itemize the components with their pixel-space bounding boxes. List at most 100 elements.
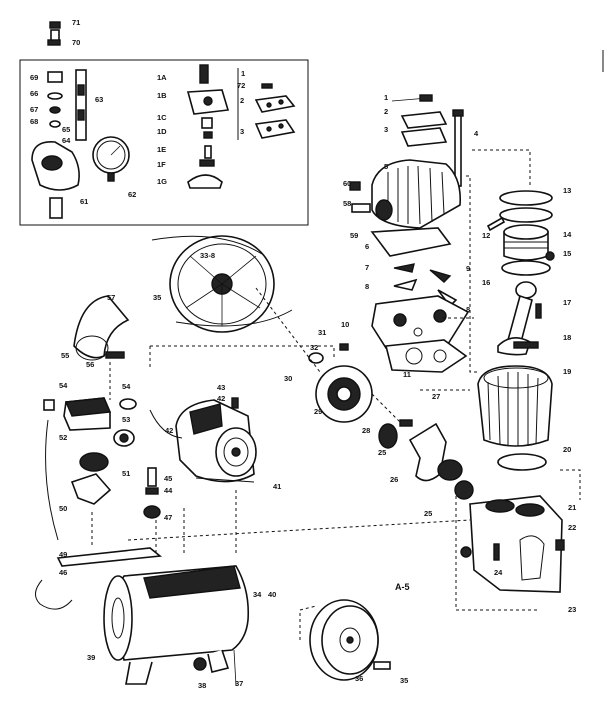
callout-c68: 68 xyxy=(30,117,38,126)
callout-c31: 31 xyxy=(318,328,326,337)
callout-c3: 3 xyxy=(384,125,388,134)
callout-c22: 22 xyxy=(568,523,576,532)
callout-c42b: 42 xyxy=(165,426,173,435)
callout-c62: 62 xyxy=(128,190,136,199)
callout-c43: 43 xyxy=(217,383,225,392)
callout-c5: 5 xyxy=(384,162,388,171)
connecting-rod xyxy=(497,281,542,356)
piston xyxy=(486,216,555,261)
crankcase xyxy=(460,495,565,593)
electric-motor xyxy=(149,397,257,483)
callout-c1d: 1D xyxy=(157,127,167,136)
cylinder-head xyxy=(349,159,462,257)
callout-c41: 41 xyxy=(273,482,281,491)
callout-c20: 20 xyxy=(563,445,571,454)
crankshaft xyxy=(378,419,474,500)
callout-c59: 59 xyxy=(350,231,358,240)
callout-c25: 25 xyxy=(424,509,432,518)
callout-c33: 33-8 xyxy=(200,251,215,260)
callout-c55: 55 xyxy=(61,351,69,360)
unloader-valve-part xyxy=(31,141,80,219)
callout-c10: 10 xyxy=(341,320,349,329)
valve-plate xyxy=(371,295,470,349)
callout-c16: 16 xyxy=(482,278,490,287)
callout-c44: 44 xyxy=(164,486,173,495)
callout-c34: 34 xyxy=(253,590,262,599)
callout-c12: 12 xyxy=(482,231,490,240)
air-tank xyxy=(103,565,250,687)
callout-c50: 50 xyxy=(59,504,67,513)
callout-c47: 47 xyxy=(164,513,172,522)
callout-c11: 11 xyxy=(403,370,411,379)
assembly-guide-lines xyxy=(91,149,581,640)
callout-c56: 56 xyxy=(86,360,94,369)
valve-stack-parts xyxy=(186,64,230,189)
callout-c21: 21 xyxy=(568,503,576,512)
callout-c7: 7 xyxy=(365,263,369,272)
callout-c39: 39 xyxy=(87,653,95,662)
callout-c1g: 1G xyxy=(157,177,167,186)
callout-c4: 4 xyxy=(474,129,479,138)
callout-c61: 61 xyxy=(80,197,88,206)
callout-c37: 37 xyxy=(235,679,243,688)
callout-c9: 9 xyxy=(466,264,470,273)
callout-c54: 54 xyxy=(59,381,68,390)
callout-c38: 38 xyxy=(198,681,206,690)
motor-fittings xyxy=(143,467,161,519)
callout-c18: 18 xyxy=(563,333,571,342)
callout-c52: 52 xyxy=(59,433,67,442)
callout-c64: 64 xyxy=(62,136,71,145)
inset-panel xyxy=(19,59,309,226)
callout-c27: 27 xyxy=(432,392,440,401)
piston-rings xyxy=(499,190,553,276)
callout-c6: 6 xyxy=(365,242,369,251)
callout-c42: 42 xyxy=(217,394,225,403)
callout-c19: 19 xyxy=(563,367,571,376)
callout-c72: 72 xyxy=(237,81,245,90)
gasket-pair-inset xyxy=(237,68,296,140)
callout-c15: 15 xyxy=(563,249,571,258)
callout-c40: 40 xyxy=(268,590,276,599)
callout-c70: 70 xyxy=(72,38,80,47)
callout-c26: 26 xyxy=(390,475,398,484)
callout-c25b: 25 xyxy=(378,448,386,457)
callout-c24: 24 xyxy=(494,568,503,577)
callout-c60: 60 xyxy=(343,179,351,188)
callout-c1e: 1E xyxy=(157,145,166,154)
valve-plate-gasket xyxy=(385,339,468,373)
callout-c1a: 1A xyxy=(157,73,167,82)
callout-numbers: 71706966676863656462611A1B1C1D1E1F1G7223… xyxy=(30,18,576,690)
reed-valves xyxy=(393,263,458,308)
callout-c53: 53 xyxy=(122,415,130,424)
callout-c1f: 1F xyxy=(157,160,166,169)
cylinder xyxy=(477,365,553,471)
pressure-gauge-part xyxy=(92,136,130,182)
callout-c69: 69 xyxy=(30,73,38,82)
callout-c46: 46 xyxy=(59,568,67,577)
callout-c35b: 35 xyxy=(400,676,408,685)
callout-c65: 65 xyxy=(62,125,70,134)
callout-c45: 45 xyxy=(164,474,172,483)
callout-c1b: 1B xyxy=(157,91,167,100)
callout-c66: 66 xyxy=(30,89,38,98)
belt-pulley-wheel xyxy=(151,235,293,333)
callout-c2: 2 xyxy=(384,107,388,116)
callout-c58: 58 xyxy=(343,199,351,208)
assembly-note: A-5 xyxy=(395,582,410,592)
pressure-switch xyxy=(43,397,137,541)
flywheel-pulley xyxy=(308,343,373,423)
check-valve-part xyxy=(47,21,87,141)
callout-c8b: 8 xyxy=(466,305,470,314)
callout-c32: 32 xyxy=(310,343,318,352)
callout-c1: 1 xyxy=(384,93,388,102)
callout-c71: 71 xyxy=(72,18,80,27)
callout-c67: 67 xyxy=(30,105,38,114)
callout-c14: 14 xyxy=(563,230,572,239)
callout-c17: 17 xyxy=(563,298,571,307)
tank-wheel xyxy=(309,599,391,681)
callout-c29: 29 xyxy=(314,407,322,416)
callout-c57: 57 xyxy=(107,293,115,302)
callout-c35: 35 xyxy=(153,293,161,302)
callout-c36: 36 xyxy=(355,674,363,683)
